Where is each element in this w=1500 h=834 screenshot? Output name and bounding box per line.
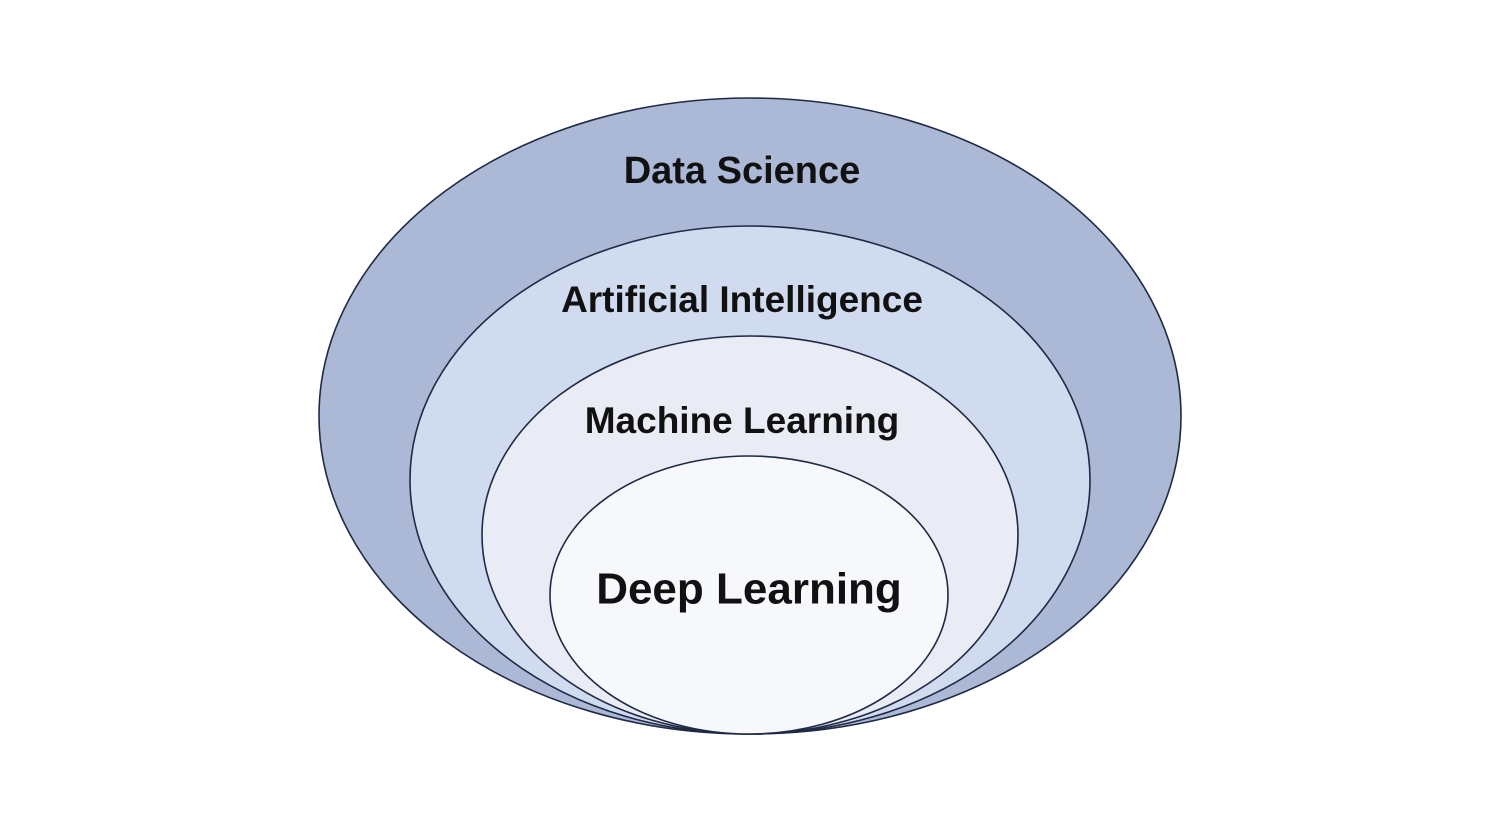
label-data-science: Data Science: [624, 150, 861, 192]
label-deep-learning: Deep Learning: [596, 565, 902, 614]
ring-deep-learning: [549, 455, 949, 735]
label-artificial-intelligence: Artificial Intelligence: [561, 279, 923, 320]
label-machine-learning: Machine Learning: [585, 400, 900, 441]
